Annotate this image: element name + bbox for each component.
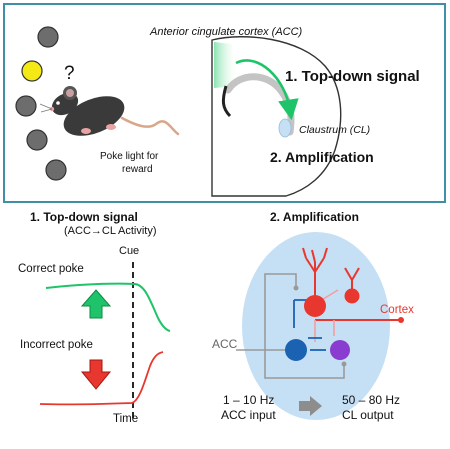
correct-label: Correct poke (18, 263, 84, 275)
poke-hole (26, 129, 48, 151)
step1-label: 1. Top-down signal (285, 68, 420, 85)
poke-caption-line2: reward (122, 164, 153, 175)
signal-graph (39, 262, 171, 418)
correct-trace (45, 282, 171, 332)
poke-hole (45, 159, 67, 181)
up-arrow-icon (80, 289, 112, 319)
cl-label: Claustrum (CL) (299, 124, 371, 136)
input-rate-line2: ACC input (221, 408, 276, 422)
cl-interneuron-blue (285, 339, 307, 361)
left-panel-subtitle: (ACC→CL Activity) (64, 225, 157, 237)
time-label: Time (113, 413, 139, 425)
cl-projection-neuron-small (344, 288, 360, 304)
incorrect-trace (39, 351, 164, 406)
red-dendrites (302, 247, 360, 296)
incorrect-label: Incorrect poke (20, 339, 93, 351)
gray-axons (236, 273, 345, 379)
down-arrow-icon (80, 359, 112, 390)
acc-label: Anterior cingulate cortex (ACC) (150, 26, 303, 38)
top-down-arrow (235, 59, 299, 121)
claustrum-region (278, 118, 292, 138)
output-rate-line2: CL output (342, 408, 394, 422)
input-rate-line1: 1 – 10 Hz (223, 393, 275, 407)
mouse-icon (39, 86, 180, 136)
poke-hole-lit (21, 60, 43, 82)
poke-hole (15, 95, 37, 117)
poke-caption-line1: Poke light for (100, 151, 159, 162)
right-arrow-icon (299, 396, 322, 416)
circuit-diagram (236, 232, 404, 420)
cl-projection-neuron (304, 295, 326, 317)
poke-hole (37, 26, 59, 48)
cl-interneuron-purple (330, 340, 350, 360)
output-rate-line1: 50 – 80 Hz (342, 393, 401, 407)
poke-holes (15, 26, 67, 181)
left-panel-title: 1. Top-down signal (30, 210, 138, 224)
question-mark: ? (64, 63, 75, 84)
acc-input-label: ACC (212, 337, 238, 351)
right-panel-title: 2. Amplification (270, 210, 359, 224)
step2-label: 2. Amplification (270, 149, 374, 165)
brain-section (211, 36, 342, 197)
cue-label: Cue (119, 245, 140, 257)
cortex-label: Cortex (380, 304, 414, 316)
